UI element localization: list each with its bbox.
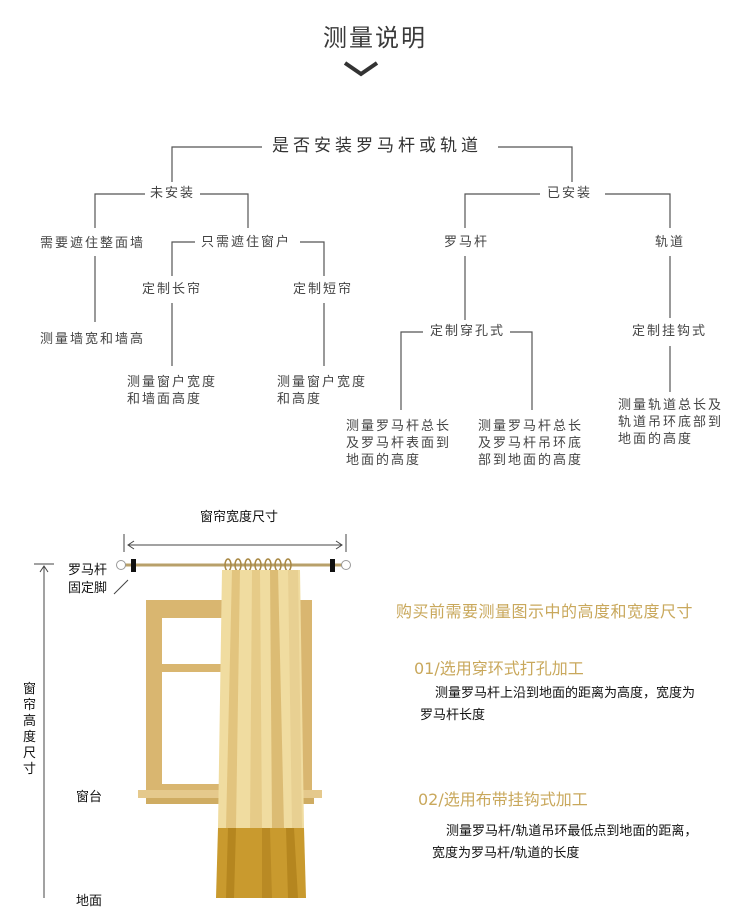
- option2-title: 02/选用布带挂钩式加工: [418, 790, 588, 809]
- leaf-line: 测量轨道总长及: [618, 398, 724, 413]
- leaf-line: 及罗马杆表面到: [346, 436, 452, 451]
- node-custom-grommet: 定制穿孔式: [430, 324, 506, 339]
- option1-title: 01/选用穿环式打孔加工: [414, 659, 584, 678]
- info-headline: 购买前需要测量图示中的高度和宽度尺寸: [396, 602, 694, 621]
- leaf-line: 地面的高度: [346, 453, 422, 468]
- option1-line1: 测量罗马杆上沿到地面的距离为高度，宽度为: [435, 686, 696, 701]
- leaf-line: 地面的高度: [618, 432, 694, 447]
- curtain-illustration: [34, 534, 351, 898]
- option1-line2: 罗马杆长度: [420, 708, 486, 723]
- leaf-hook: 测量轨道总长及 轨道吊环底部到 地面的高度: [618, 397, 748, 448]
- leaf-line: 和高度: [277, 392, 323, 407]
- leaf-measure-long: 测量窗户宽度 和墙面高度: [127, 374, 267, 408]
- tree-root: 是否安装罗马杆或轨道: [272, 136, 482, 156]
- leaf-line: 测量窗户宽度: [277, 375, 368, 390]
- node-roman-rod: 罗马杆: [444, 235, 490, 250]
- leaf-line: 及罗马杆吊环底: [478, 436, 584, 451]
- node-custom-long: 定制长帘: [142, 282, 203, 297]
- leaf-line: 测量罗马杆总长: [478, 419, 584, 434]
- leaf-line: 轨道吊环底部到: [618, 415, 724, 430]
- option2-line2: 宽度为罗马杆/轨道的长度: [432, 846, 580, 861]
- label-line: 固定脚: [68, 581, 108, 596]
- sill-label: 窗台: [76, 790, 103, 805]
- page-title: 测量说明: [323, 24, 427, 52]
- leaf-line: 部到地面的高度: [478, 453, 584, 468]
- chevron-down-icon: [343, 61, 379, 77]
- height-label: 窗帘高度尺寸: [23, 682, 37, 777]
- leaf-line: 和墙面高度: [127, 392, 203, 407]
- leaf-line: 测量罗马杆总长: [346, 419, 452, 434]
- node-track: 轨道: [655, 235, 686, 250]
- option2-line1: 测量罗马杆/轨道吊环最低点到地面的距离，: [446, 824, 698, 839]
- leaf-line: 测量窗户宽度: [127, 375, 218, 390]
- rod-bracket-label: 罗马杆 固定脚: [68, 562, 107, 598]
- node-installed: 已安装: [547, 186, 593, 201]
- node-custom-short: 定制短帘: [293, 282, 354, 297]
- width-label: 窗帘宽度尺寸: [200, 510, 279, 525]
- node-cover-whole-wall: 需要遮住整面墙: [40, 236, 146, 251]
- floor-label: 地面: [76, 894, 103, 909]
- leaf-measure-short: 测量窗户宽度 和高度: [277, 374, 417, 408]
- node-custom-hook: 定制挂钩式: [632, 324, 708, 339]
- decision-tree-lines: [94, 146, 671, 410]
- node-measure-wall: 测量墙宽和墙高: [40, 332, 146, 347]
- node-not-installed: 未安装: [150, 186, 196, 201]
- label-line: 罗马杆: [68, 563, 108, 578]
- node-cover-window-only: 只需遮住窗户: [201, 235, 292, 250]
- leaf-grommet-a: 测量罗马杆总长 及罗马杆表面到 地面的高度: [346, 418, 486, 469]
- leaf-grommet-b: 测量罗马杆总长 及罗马杆吊环底 部到地面的高度: [478, 418, 618, 469]
